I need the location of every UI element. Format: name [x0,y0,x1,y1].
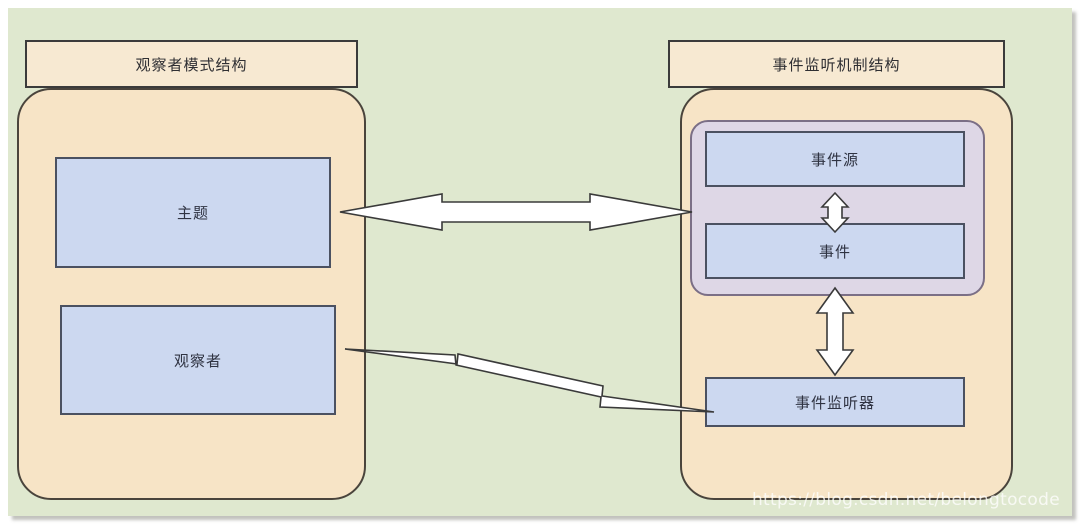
connector-observer-to-listener-icon [344,348,715,413]
node-subject: 主题 [55,157,331,268]
node-event-source: 事件源 [705,131,965,187]
node-observer: 观察者 [60,305,336,415]
diagram-board: 观察者模式结构 主题 观察者 事件监听机制结构 事件源 事件 事件监听器 pur… [8,8,1072,516]
node-event-listener: 事件监听器 [705,377,965,427]
connector-subject-to-event-group-icon [339,193,693,231]
right-section-title: 事件监听机制结构 [668,40,1005,88]
node-event: 事件 [705,223,965,279]
left-section-title: 观察者模式结构 [25,40,358,88]
observer-pattern-panel [17,88,366,500]
watermark-text: https://blog.csdn.net/belongtocode [751,490,1060,510]
